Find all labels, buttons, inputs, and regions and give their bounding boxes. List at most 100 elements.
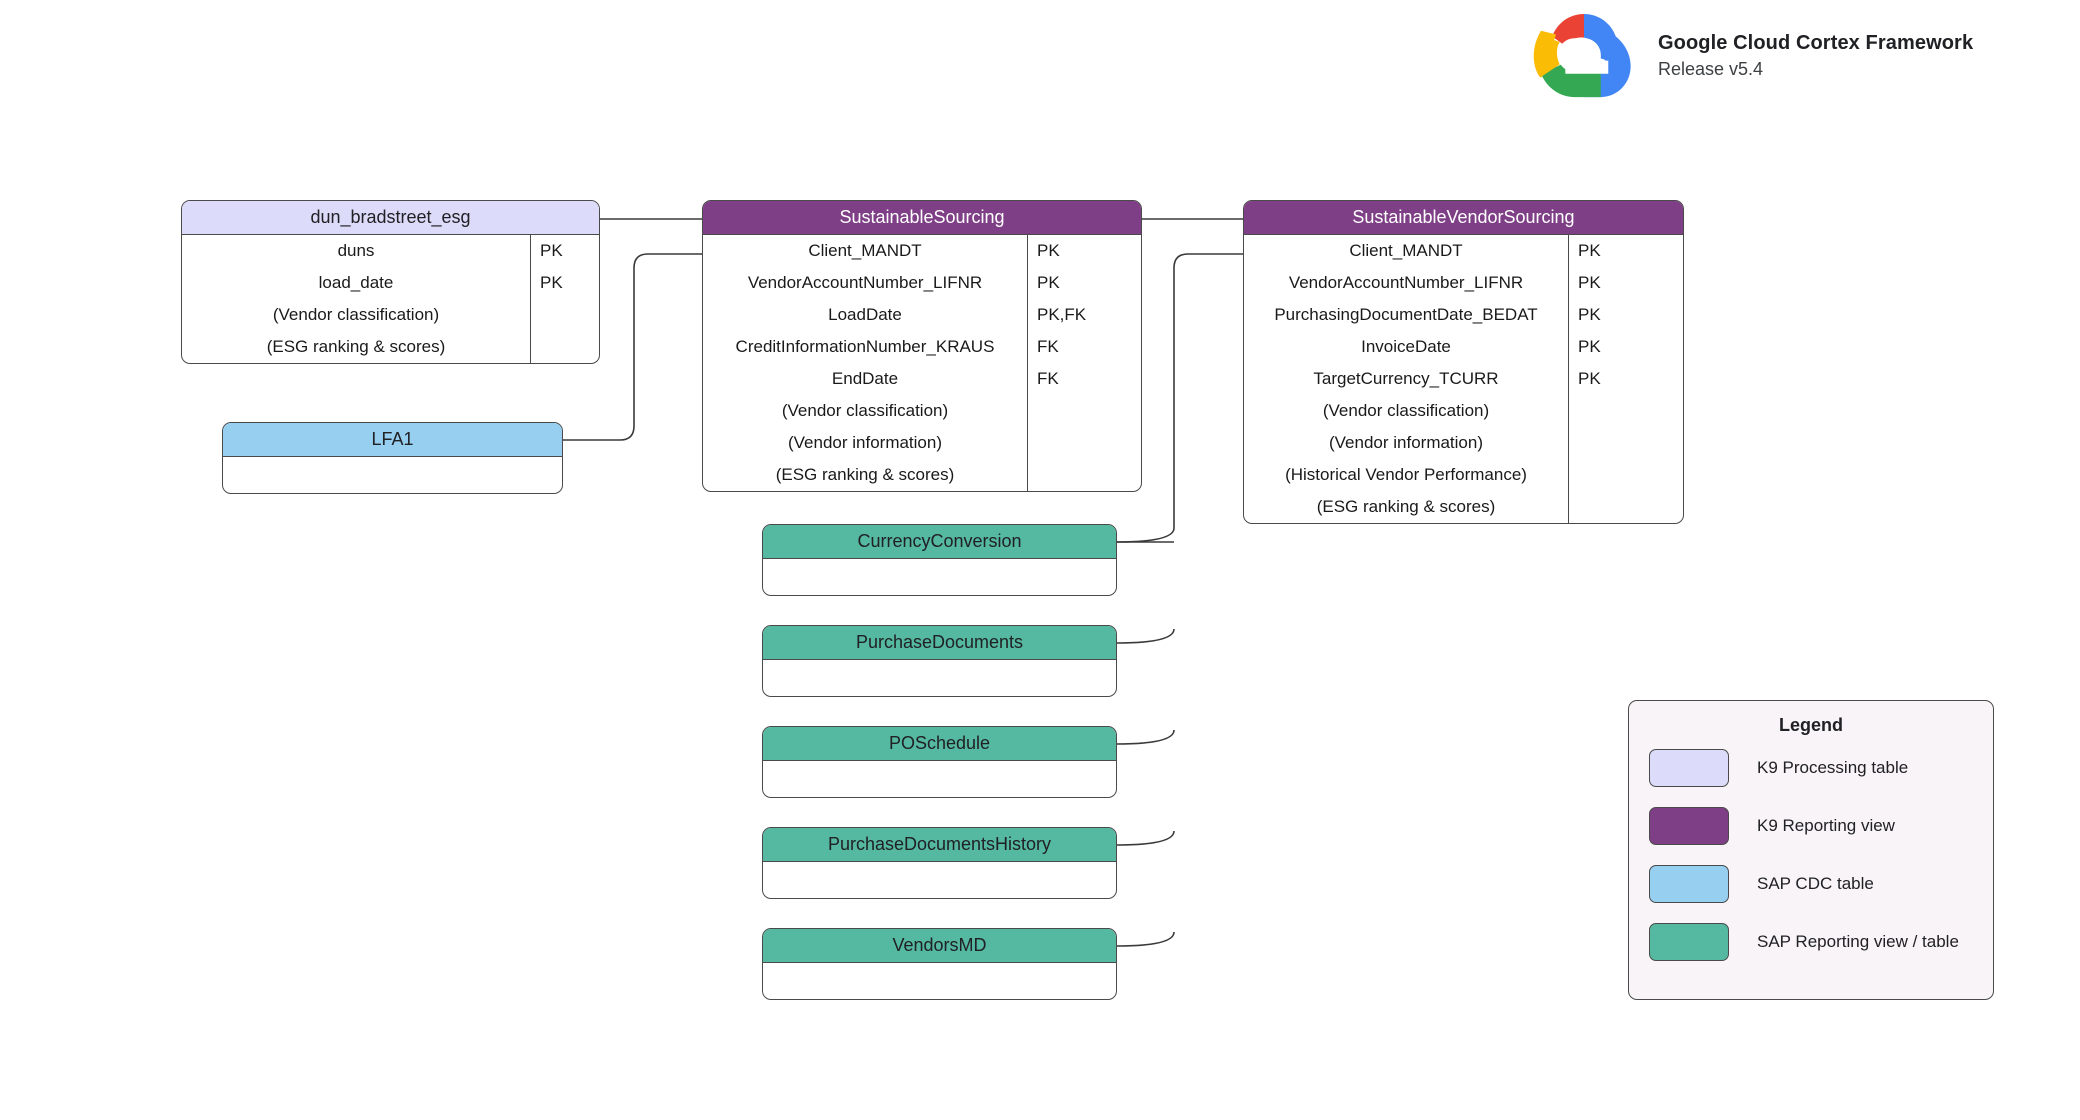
- entity-header-sustainable-vendor-sourcing: SustainableVendorSourcing: [1244, 201, 1683, 235]
- table-row: TargetCurrency_TCURR PK: [1244, 363, 1683, 395]
- legend-swatch-k9-processing: [1649, 749, 1729, 787]
- entity-body-currency-conversion: [763, 559, 1116, 595]
- field-name: (Vendor classification): [781, 401, 949, 420]
- table-row: (Vendor information): [1244, 427, 1683, 459]
- field-name: (Vendor classification): [1322, 401, 1490, 420]
- legend-swatch-sap-reporting: [1649, 923, 1729, 961]
- field-key: [1568, 491, 1683, 523]
- field-name: Client_MANDT: [1349, 241, 1463, 260]
- field-name: TargetCurrency_TCURR: [1313, 369, 1499, 388]
- legend-swatch-k9-reporting: [1649, 807, 1729, 845]
- table-row: (ESG ranking & scores): [703, 459, 1141, 491]
- legend-item-sap-cdc-table: SAP CDC table: [1629, 858, 1993, 910]
- entity-lfa1[interactable]: LFA1: [222, 422, 563, 494]
- entity-vendors-md[interactable]: VendorsMD: [762, 928, 1117, 1000]
- brand-text: Google Cloud Cortex Framework Release v5…: [1658, 31, 1973, 81]
- field-name: load_date: [318, 273, 394, 292]
- legend-label: SAP Reporting view / table: [1757, 932, 1959, 951]
- field-name: Client_MANDT: [808, 241, 922, 260]
- brand-release: Release v5.4: [1658, 59, 1764, 80]
- legend-title: Legend: [1778, 715, 1843, 735]
- table-row: PurchasingDocumentDate_BEDAT PK: [1244, 299, 1683, 331]
- field-name: (ESG ranking & scores): [266, 337, 446, 356]
- table-row: (Vendor classification): [1244, 395, 1683, 427]
- entity-currency-conversion[interactable]: CurrencyConversion: [762, 524, 1117, 596]
- field-key: PK: [540, 273, 563, 292]
- entity-header-sustainable-sourcing: SustainableSourcing: [703, 201, 1141, 235]
- legend-panel: Legend K9 Processing table K9 Reporting …: [1628, 700, 1994, 1000]
- key-column-divider: [1568, 235, 1569, 523]
- entity-po-schedule[interactable]: POSchedule: [762, 726, 1117, 798]
- field-name: (ESG ranking & scores): [1316, 497, 1496, 516]
- entity-sustainable-sourcing[interactable]: SustainableSourcing Client_MANDT PK Vend…: [702, 200, 1142, 492]
- table-row: (ESG ranking & scores): [182, 331, 599, 363]
- field-key: FK: [1037, 337, 1059, 356]
- field-name: (Vendor classification): [272, 305, 440, 324]
- table-row: duns PK: [182, 235, 599, 267]
- google-cloud-logo: [1533, 14, 1631, 98]
- entity-dun-bradstreet-esg[interactable]: dun_bradstreet_esg duns PK load_date PK …: [181, 200, 600, 364]
- entity-header-vendors-md: VendorsMD: [763, 929, 1116, 963]
- table-row: VendorAccountNumber_LIFNR PK: [703, 267, 1141, 299]
- brand-title: Google Cloud Cortex Framework: [1658, 32, 1974, 55]
- entity-header-lfa1: LFA1: [223, 423, 562, 457]
- legend-swatch-sap-cdc: [1649, 865, 1729, 903]
- legend-item-k9-processing-table: K9 Processing table: [1629, 742, 1993, 794]
- table-row: EndDate FK: [703, 363, 1141, 395]
- field-name: (Historical Vendor Performance): [1285, 465, 1527, 484]
- field-key: PK,FK: [1037, 305, 1087, 324]
- key-column-divider: [530, 235, 531, 363]
- field-key: [1568, 427, 1683, 459]
- field-name: (ESG ranking & scores): [775, 465, 955, 484]
- field-name: VendorAccountNumber_LIFNR: [747, 273, 983, 292]
- field-name: (Vendor information): [1328, 433, 1484, 452]
- field-name: duns: [337, 241, 375, 260]
- table-row: (ESG ranking & scores): [1244, 491, 1683, 523]
- entity-body-vendors-md: [763, 963, 1116, 999]
- field-name: (Vendor information): [787, 433, 943, 452]
- entity-header-currency-conversion: CurrencyConversion: [763, 525, 1116, 559]
- wire-purchasedocuments-to-bus: [1116, 628, 1175, 644]
- table-row: Client_MANDT PK: [1244, 235, 1683, 267]
- table-row: VendorAccountNumber_LIFNR PK: [1244, 267, 1683, 299]
- wire-vendorsmd-to-bus: [1116, 931, 1175, 947]
- field-key: [1027, 459, 1141, 491]
- entity-body-purchase-documents: [763, 660, 1116, 696]
- field-key: [530, 331, 599, 363]
- legend-label: K9 Processing table: [1757, 758, 1909, 777]
- table-row: (Vendor information): [703, 427, 1141, 459]
- wire-purchasedocumentshistory-to-bus: [1116, 830, 1175, 846]
- field-name: CreditInformationNumber_KRAUS: [735, 337, 995, 356]
- table-row: LoadDate PK,FK: [703, 299, 1141, 331]
- table-row: load_date PK: [182, 267, 599, 299]
- table-row: InvoiceDate PK: [1244, 331, 1683, 363]
- entity-sustainable-vendor-sourcing[interactable]: SustainableVendorSourcing Client_MANDT P…: [1243, 200, 1684, 524]
- field-key: PK: [1578, 369, 1601, 388]
- entity-body-lfa1: [223, 457, 562, 493]
- field-key: PK: [1578, 337, 1601, 356]
- entity-body-purchase-documents-history: [763, 862, 1116, 898]
- entity-header-dun-bradstreet-esg: dun_bradstreet_esg: [182, 201, 599, 235]
- field-name: EndDate: [831, 369, 899, 388]
- field-key: [1027, 395, 1141, 427]
- entity-header-purchase-documents-history: PurchaseDocumentsHistory: [763, 828, 1116, 862]
- field-name: PurchasingDocumentDate_BEDAT: [1274, 305, 1538, 324]
- field-name: InvoiceDate: [1361, 337, 1451, 356]
- entity-body-dun-bradstreet-esg: duns PK load_date PK (Vendor classificat…: [182, 235, 599, 363]
- field-name: LoadDate: [828, 305, 902, 324]
- legend-item-k9-reporting-view: K9 Reporting view: [1629, 800, 1993, 852]
- entity-body-po-schedule: [763, 761, 1116, 797]
- wire-poschedule-to-bus: [1116, 729, 1175, 745]
- field-key: PK: [540, 241, 563, 260]
- field-key: PK: [1037, 273, 1060, 292]
- table-row: Client_MANDT PK: [703, 235, 1141, 267]
- field-name: VendorAccountNumber_LIFNR: [1288, 273, 1524, 292]
- legend-item-sap-reporting-view: SAP Reporting view / table: [1629, 916, 1993, 968]
- table-row: (Historical Vendor Performance): [1244, 459, 1683, 491]
- key-column-divider: [1027, 235, 1028, 491]
- field-key: [1568, 395, 1683, 427]
- entity-purchase-documents[interactable]: PurchaseDocuments: [762, 625, 1117, 697]
- entity-purchase-documents-history[interactable]: PurchaseDocumentsHistory: [762, 827, 1117, 899]
- table-row: (Vendor classification): [182, 299, 599, 331]
